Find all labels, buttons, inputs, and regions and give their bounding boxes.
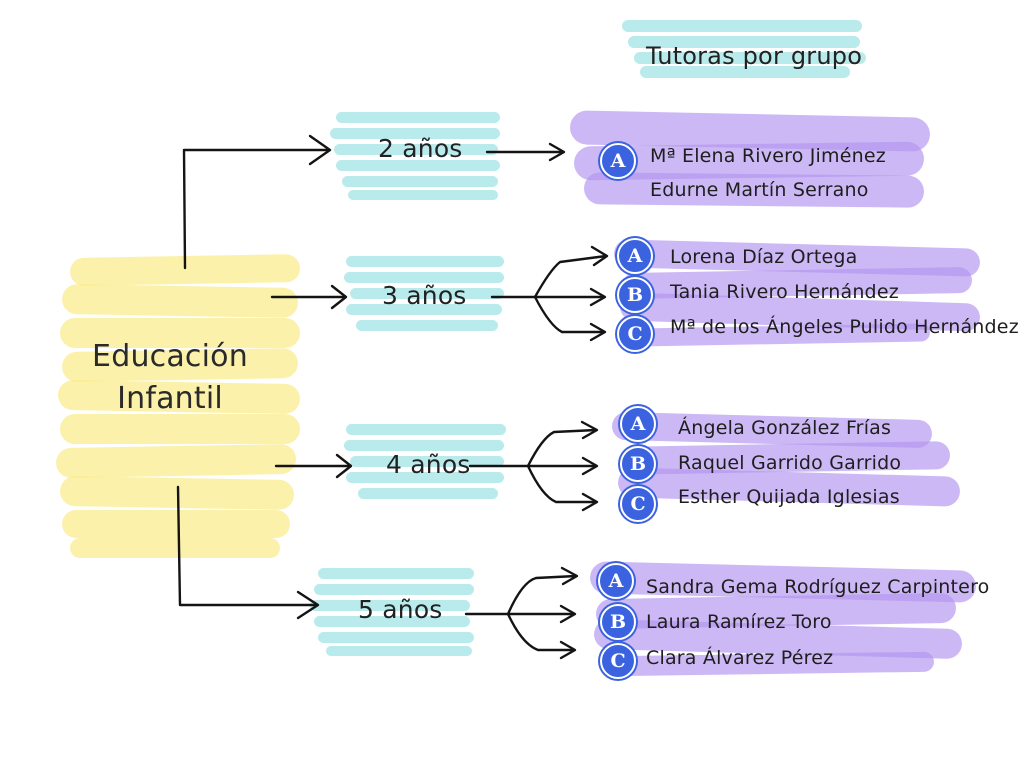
age-highlight — [326, 646, 472, 656]
tutor-name: Sandra Gema Rodríguez Carpintero — [646, 576, 990, 598]
tutor-name: Esther Quijada Iglesias — [678, 486, 900, 508]
group-badge-a: A — [620, 406, 656, 442]
group-badge-a: A — [598, 563, 634, 599]
group-badge-b: B — [620, 446, 656, 482]
page-title: Tutoras por grupo — [646, 42, 863, 70]
group-badge-a: A — [600, 143, 636, 179]
age-highlight — [350, 288, 504, 299]
age-node-2: 2 años — [378, 134, 463, 163]
age-highlight — [346, 304, 502, 315]
age-highlight — [318, 632, 474, 643]
age-node-4: 4 años — [386, 450, 471, 479]
age-highlight — [346, 256, 504, 267]
age-highlight — [358, 488, 498, 499]
root-node: Educación Infantil — [70, 336, 270, 420]
age-highlight — [318, 568, 474, 579]
title-highlight — [634, 52, 866, 64]
root-label-line1: Educación — [92, 339, 248, 374]
tutor-name: Mª Elena Rivero Jiménez — [650, 145, 886, 167]
age-highlight — [356, 320, 498, 331]
title-highlight — [622, 20, 862, 32]
title-highlight — [640, 66, 850, 78]
age-highlight — [342, 176, 498, 187]
group-badge-c: C — [620, 486, 656, 522]
root-highlight — [62, 510, 290, 538]
age-highlight — [344, 272, 504, 283]
age-node-5: 5 años — [358, 595, 443, 624]
age-highlight — [330, 128, 500, 139]
age-node-3: 3 años — [382, 281, 467, 310]
age-highlight — [314, 616, 470, 627]
tutor-name: Clara Álvarez Pérez — [646, 647, 834, 669]
age-highlight — [348, 190, 498, 200]
group-badge-b: B — [617, 277, 653, 313]
title-highlight — [628, 36, 860, 48]
group-badge-c: C — [600, 643, 636, 679]
age-highlight — [350, 456, 504, 467]
age-highlight — [314, 584, 474, 595]
tutor-name: Tania Rivero Hernández — [670, 281, 899, 303]
tutor-name: Raquel Garrido Garrido — [678, 452, 902, 474]
root-label-line2: Infantil — [117, 381, 223, 416]
root-highlight — [70, 538, 280, 558]
age-highlight — [334, 144, 498, 155]
tutor-name: Mª de los Ángeles Pulido Hernández — [670, 316, 1019, 338]
root-highlight — [60, 318, 300, 348]
group-badge-b: B — [600, 604, 636, 640]
tutor-name: Lorena Díaz Ortega — [670, 246, 858, 268]
group-badge-a: A — [617, 238, 653, 274]
tutor-name: Ángela González Frías — [678, 417, 892, 439]
tutor-name: Edurne Martín Serrano — [650, 179, 869, 201]
age-highlight — [310, 600, 470, 611]
age-highlight — [336, 160, 500, 171]
age-highlight — [336, 112, 500, 123]
age-highlight — [346, 472, 504, 483]
age-highlight — [344, 440, 504, 451]
group-badge-c: C — [617, 316, 653, 352]
age-highlight — [346, 424, 506, 435]
tutor-name: Laura Ramírez Toro — [646, 611, 832, 633]
root-highlight — [60, 414, 300, 444]
